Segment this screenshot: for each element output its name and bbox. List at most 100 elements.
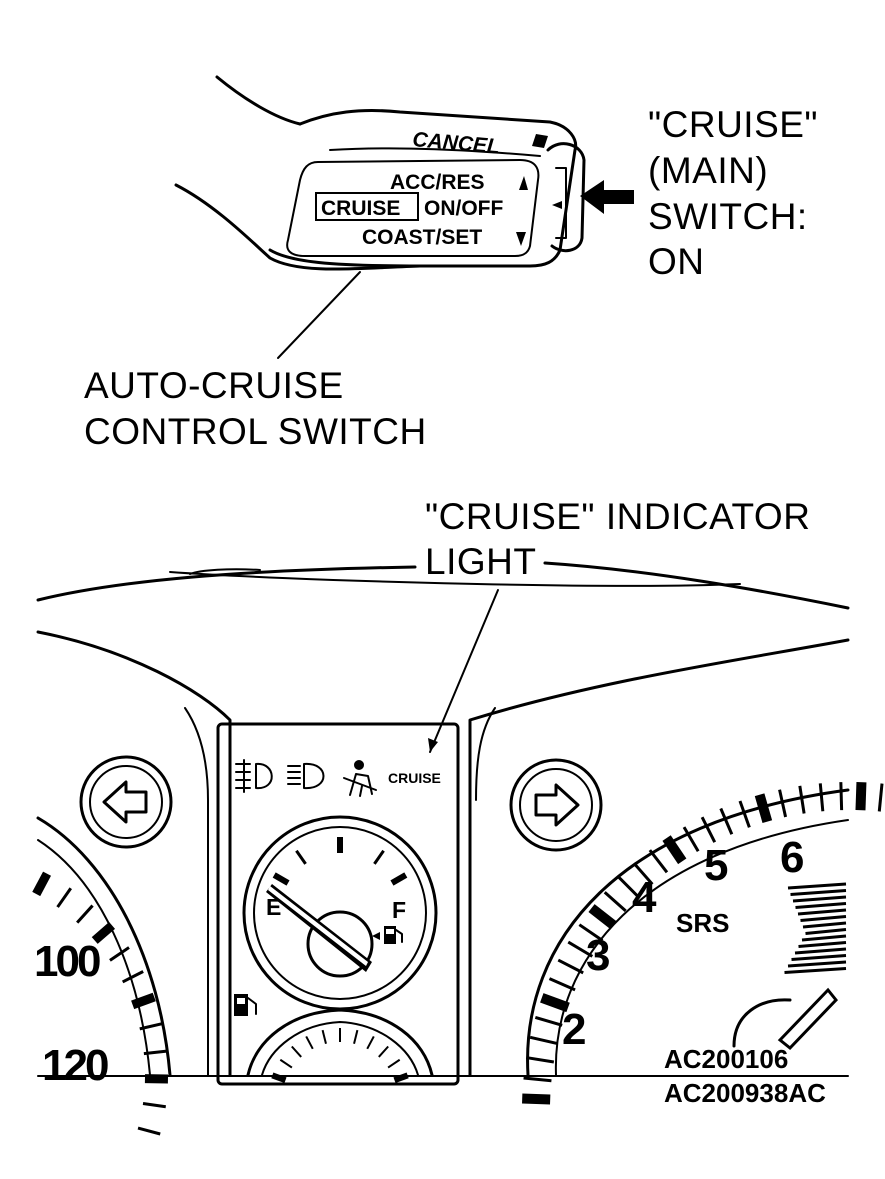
tach-number-5: 5 [704,841,728,890]
tachometer: 2 3 4 5 6 SRS [522,782,884,1105]
tach-tick [525,1056,555,1064]
control-switch-callout-line-1: AUTO-CRUISE [84,365,344,406]
switch-label-panel [286,159,540,257]
tach-tick [778,789,788,818]
tach-tick [567,940,594,958]
tach-tick [818,783,825,812]
indicator-callout: "CRUISE" INDICATOR LIGHT [425,496,810,753]
tach-number-4: 4 [632,873,657,922]
cluster-left-bezel [36,630,232,1077]
redzone-hatch-line [792,895,847,903]
arrow-left-icon [102,780,148,824]
redzone-hatch-line [787,960,847,968]
on-off-label: ON/OFF [424,197,503,220]
fuel-tick [295,849,307,865]
tach-redzone-hatching [784,882,847,974]
redzone-hatch-line [795,902,847,909]
main-switch-knob[interactable] [546,142,586,253]
speedo-number-100: 100 [34,937,100,986]
fuel-pump-icon [384,926,403,944]
tach-tick [700,816,717,843]
speedometer: 100 120 [32,816,172,1136]
tach-number-6: 6 [780,833,804,882]
cruise-indicator-light: CRUISE [388,770,441,786]
temp-tick [321,1029,327,1044]
main-switch-callout: "CRUISE" (MAIN) SWITCH: ON [648,104,818,282]
cruise-label-box [315,192,419,221]
tach-tick [529,1035,558,1045]
turn-right-indicator [509,758,603,852]
tach-tick [877,783,884,812]
redzone-hatch-line [787,882,847,890]
srs-label: SRS [676,908,729,938]
tach-needle [777,987,838,1051]
tach-tick [557,958,584,975]
temp-gauge-inner [261,1021,419,1076]
main-switch-callout-line-2: (MAIN) [648,150,768,191]
tach-tick [682,826,700,853]
stalk-upper-edge [215,75,302,126]
fuel-gauge-ticks [272,837,408,886]
cruise-control-stalk: CANCEL ACC/RES CRUISE ON/OFF COAST/SET [174,75,634,359]
temp-tick [366,1035,375,1050]
figure-code-1: AC200106 [664,1044,788,1074]
redzone-hatch-line [784,967,847,974]
fuel-tick [373,849,385,865]
main-switch-pointer-arrow-icon [580,180,634,214]
fuel-gauge-inner [253,826,427,1000]
fuel-full-label: F [392,897,406,923]
tach-number-3: 3 [586,931,610,980]
switch-ridge [329,147,541,157]
speedo-inner [37,839,151,1076]
main-switch-face [555,167,567,239]
tach-tick [617,876,640,899]
tach-ticks [522,782,884,1105]
fuel-gauge-needle-hi [268,886,368,966]
indicator-callout-line-2: LIGHT [425,541,536,582]
tach-tick [548,977,576,992]
fuel-tick [390,872,408,886]
speedo-tick [131,992,156,1010]
speedo-tick [121,970,144,984]
redzone-hatch-line [802,921,847,929]
instrument-cluster: CRUISE E F [32,561,884,1136]
temp-tick [291,1045,302,1058]
tach-tick [839,782,844,811]
cancel-label: CANCEL [412,128,501,159]
speedo-tick [109,946,130,962]
tach-tick [738,800,751,828]
speedo-tick [143,1049,167,1056]
headlight-icon [287,762,325,790]
temp-tick [378,1045,389,1058]
redzone-hatch-line [794,947,847,955]
left-bezel-inner [184,707,209,1076]
cancel-mark [532,134,548,148]
control-switch-leader [277,271,361,359]
redzone-hatch-line [798,941,847,948]
seatbelt-icon [343,760,377,797]
main-switch-callout-line-1: "CRUISE" [648,104,818,145]
speedo-tick [32,871,52,897]
tach-tick [603,891,627,912]
main-switch-callout-line-3: SWITCH: [648,196,808,237]
redzone-hatch-line [805,928,847,935]
tach-tick [632,862,654,886]
right-bezel-inner [475,707,496,801]
redzone-hatch-line [801,934,847,942]
speedo-ticks [32,871,169,1136]
tach-tick [719,807,734,835]
main-switch-mark [552,201,562,209]
figure-code-2: AC200938AC [664,1078,826,1108]
redzone-hatch-line [790,889,847,896]
main-switch-callout-line-4: ON [648,241,705,282]
dash-hood-ridge [169,571,741,587]
tach-tick [648,849,669,874]
tach-tick [798,785,806,814]
temp-gauge [246,1008,434,1083]
control-switch-callout: AUTO-CRUISE CONTROL SWITCH [84,365,426,452]
speedo-tick [91,922,116,944]
temp-gauge-outer [246,1008,434,1077]
tach-tick [754,793,773,823]
